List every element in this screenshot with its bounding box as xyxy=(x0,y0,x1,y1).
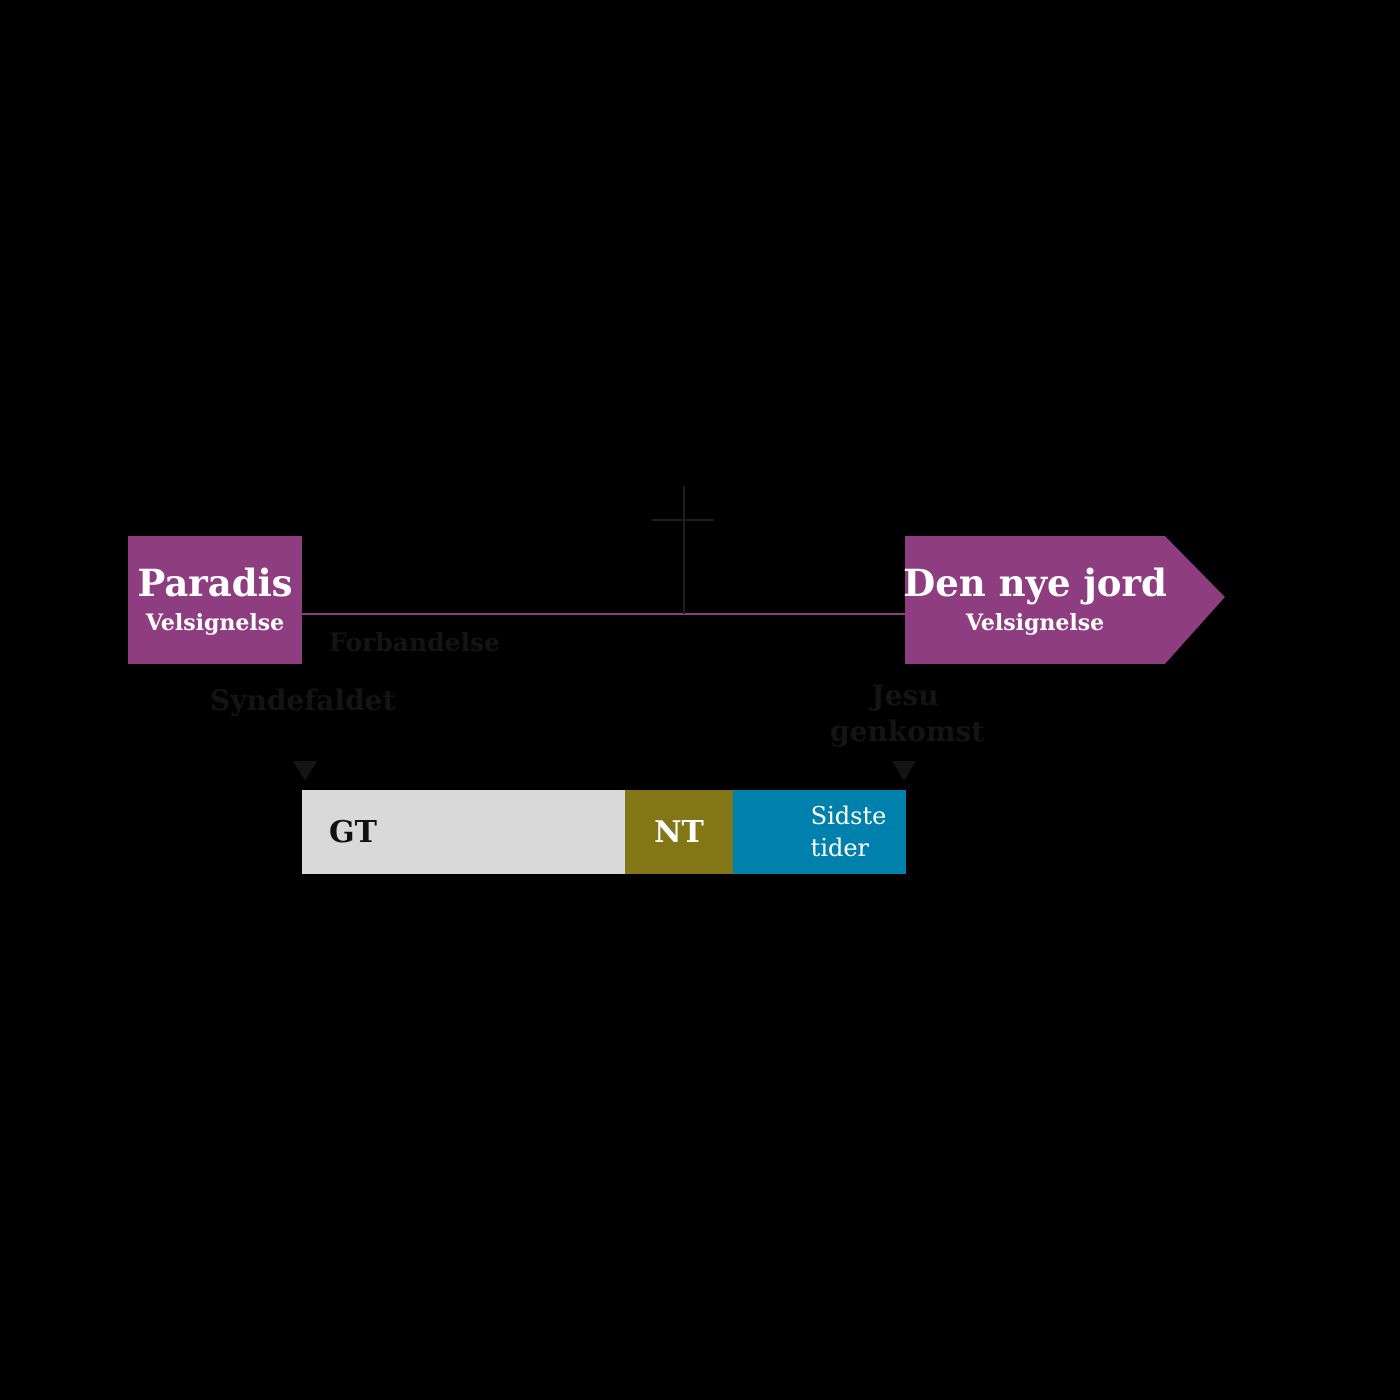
era-sidste-line2: tider xyxy=(810,834,870,862)
era-gt-segment: GT xyxy=(302,790,625,874)
fall-label: Syndefaldet xyxy=(210,684,396,717)
new-earth-arrow-shape xyxy=(905,536,1225,664)
era-gt-label: GT xyxy=(329,814,377,850)
era-nt-segment: NT xyxy=(625,790,733,874)
era-sidste-line1: Sidste xyxy=(810,802,887,830)
return-label-line2: genkomst xyxy=(830,715,985,748)
paradis-subtitle: Velsignelse xyxy=(145,610,285,636)
era-nt-label: NT xyxy=(654,814,704,850)
return-marker-triangle-down-icon xyxy=(892,761,916,781)
paradis-title: Paradis xyxy=(137,561,293,605)
cross-icon xyxy=(652,486,714,614)
return-label: Jesu genkomst xyxy=(830,678,985,750)
paradis-box: Paradis Velsignelse xyxy=(128,536,302,664)
era-sidste-label: Sidste tider xyxy=(753,800,887,864)
curse-label: Forbandelse xyxy=(329,628,500,657)
return-label-line1: Jesu xyxy=(871,679,939,712)
new-earth-title: Den nye jord xyxy=(903,561,1167,605)
fall-marker-triangle-down-icon xyxy=(293,761,317,781)
new-earth-box: Den nye jord Velsignelse xyxy=(903,536,1167,664)
era-sidste-segment: Sidste tider xyxy=(733,790,906,874)
new-earth-subtitle: Velsignelse xyxy=(965,610,1105,636)
